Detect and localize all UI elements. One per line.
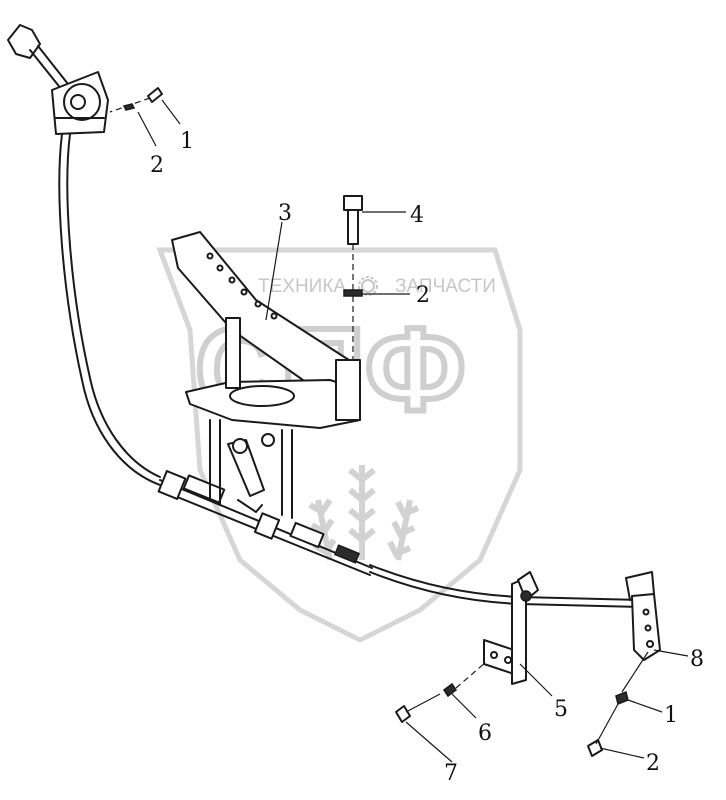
throttle-lever [625,571,661,661]
callout-1-top: 1 [180,129,194,154]
watermark-wheat-icon [308,465,420,561]
callout-2-top: 2 [150,153,164,178]
callout-7: 7 [444,761,458,786]
fastener-bottom-right [587,651,649,757]
accelerator-pedal [171,231,361,519]
cable-adjuster [157,470,361,564]
hand-lever-assembly [7,24,109,135]
pedal-bolt [343,195,363,360]
fastener-bottom-left [395,661,487,723]
gear-icon [358,276,378,296]
cable-bracket [483,571,539,685]
lever-knob [7,24,41,59]
callout-3: 3 [278,201,292,226]
watermark-shield [156,247,523,643]
fastener-top [109,87,163,113]
callout-leaders [137,99,689,763]
watermark-caption-right: ЗАПЧАСТИ [395,276,496,297]
callout-1-bottom: 1 [664,703,678,728]
callout-8: 8 [690,647,704,672]
callout-4: 4 [410,203,424,228]
callout-2-bottom: 2 [646,751,660,776]
watermark-caption-left: ТЕХНИКА [258,276,346,297]
callout-6: 6 [478,721,492,746]
callout-5: 5 [554,697,568,722]
callout-2-mid: 2 [416,283,430,308]
